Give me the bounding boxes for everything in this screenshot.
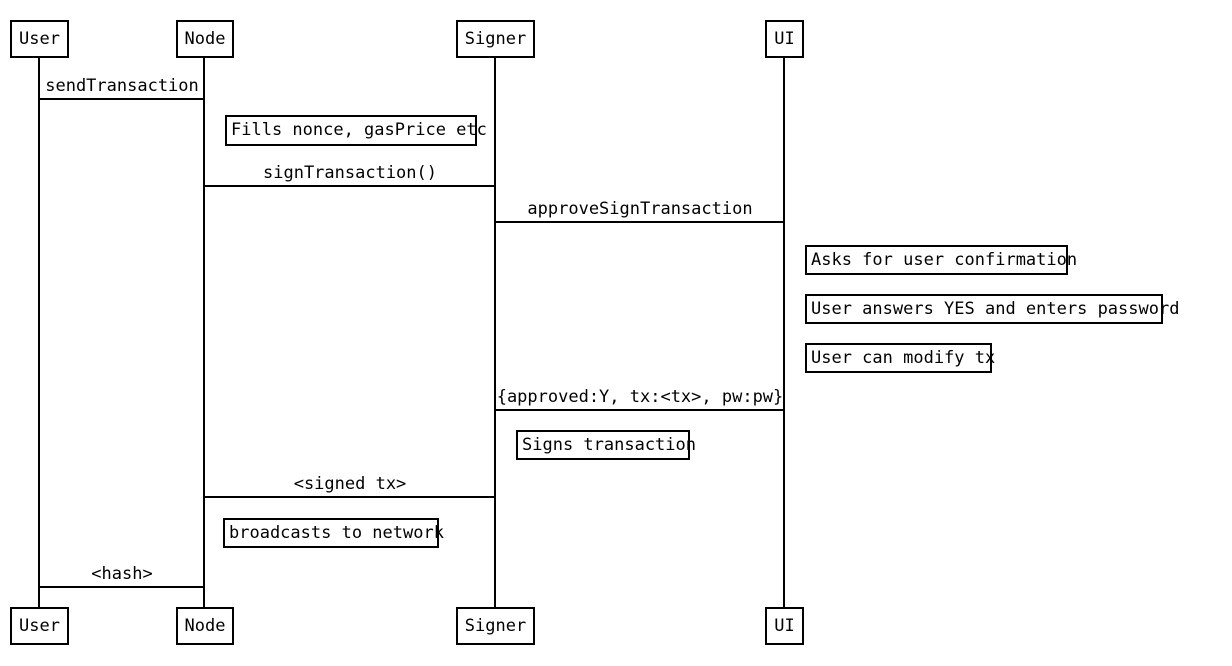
message-line-hash [39,586,205,588]
lifeline-ui [783,58,785,608]
message-label-approve-sign-transaction: approveSignTransaction [527,199,753,219]
actor-box-ui-bottom: UI [765,607,804,645]
message-label-signed-tx: <signed tx> [293,474,407,494]
message-label-send-transaction: sendTransaction [45,76,199,96]
actor-box-ui-top: UI [765,20,804,58]
actor-box-signer-top: Signer [456,20,535,58]
note-asks-for-user-confirmation: Asks for user confirmation [805,245,1077,275]
message-label-sign-transaction: signTransaction() [263,163,437,183]
note-signs-transaction: Signs transaction [516,430,696,460]
actor-box-node-bottom: Node [176,607,234,645]
message-line-approve-sign-transaction [495,221,785,223]
note-user-answers-yes-password: User answers YES and enters password [805,294,1179,324]
message-line-signed-tx [204,496,496,498]
message-label-approved-response: {approved:Y, tx:<tx>, pw:pw} [496,387,784,407]
note-broadcasts-to-network: broadcasts to network [223,518,444,548]
message-line-approved-response [495,409,785,411]
message-line-sign-transaction [204,185,496,187]
actor-box-signer-bottom: Signer [456,607,535,645]
actor-box-user-top: User [10,20,69,58]
actor-box-node-top: Node [176,20,234,58]
lifeline-signer [494,58,496,608]
note-fills-nonce-gasprice: Fills nonce, gasPrice etc [225,115,487,146]
actor-box-user-bottom: User [10,607,69,645]
note-user-can-modify-tx: User can modify tx [805,343,995,373]
message-label-hash: <hash> [91,564,153,584]
message-line-send-transaction [39,98,205,100]
lifeline-user [38,58,40,608]
lifeline-node [203,58,205,608]
